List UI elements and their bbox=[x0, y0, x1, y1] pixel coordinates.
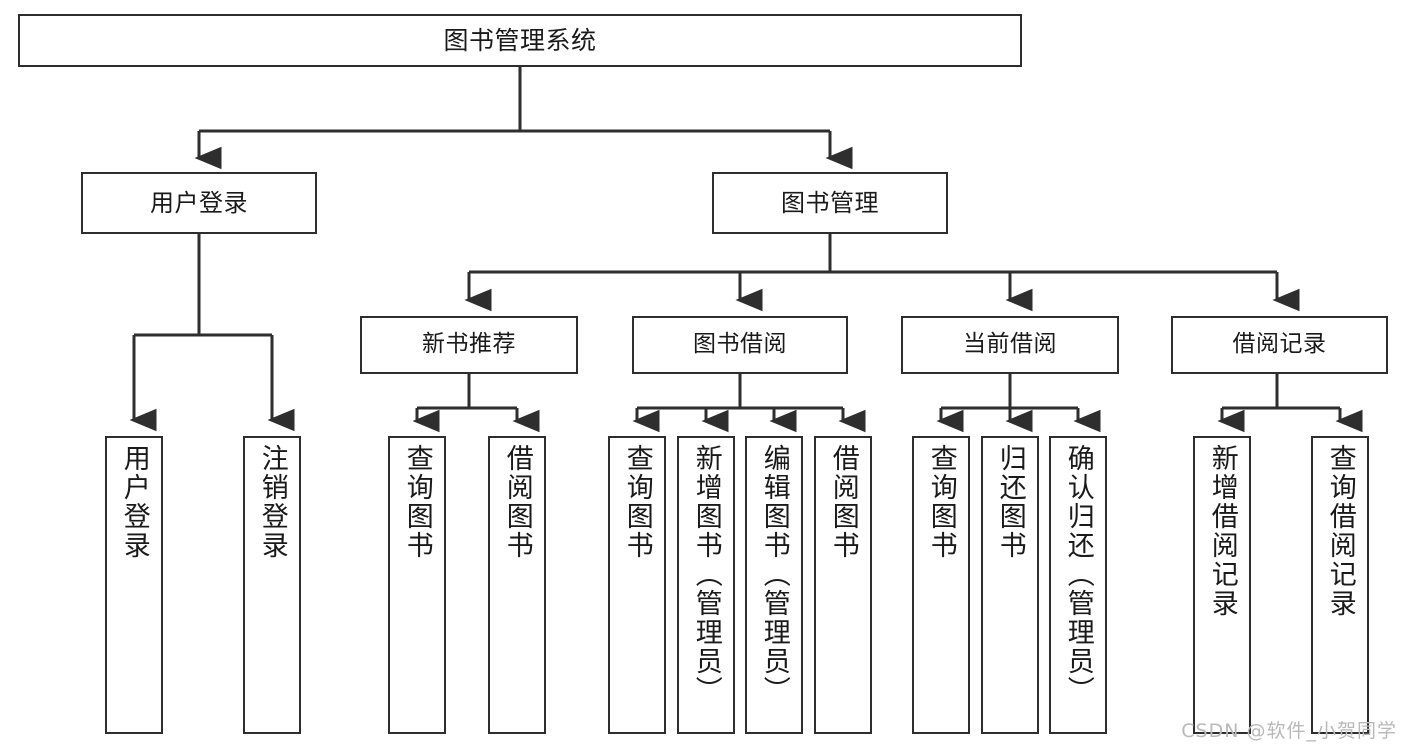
leaf-user-login-login-label: 用户登录 bbox=[118, 444, 150, 560]
leaf-current-borrow-confirm-return[interactable]: 确认归还（管理员） bbox=[1049, 436, 1107, 734]
leaf-book-borrow-borrow-label: 借阅图书 bbox=[827, 444, 859, 560]
leaf-new-book-query[interactable]: 查询图书 bbox=[388, 436, 446, 734]
leaf-current-borrow-query[interactable]: 查询图书 bbox=[912, 436, 970, 734]
node-book-borrow-label: 图书借阅 bbox=[693, 331, 787, 358]
node-current-borrow[interactable]: 当前借阅 bbox=[901, 316, 1119, 374]
leaf-user-login-login[interactable]: 用户登录 bbox=[105, 436, 163, 734]
node-book-borrow[interactable]: 图书借阅 bbox=[632, 316, 848, 374]
node-book-management-label: 图书管理 bbox=[781, 188, 879, 217]
node-current-borrow-label: 当前借阅 bbox=[963, 331, 1057, 358]
leaf-user-login-logout-label: 注销登录 bbox=[256, 444, 288, 560]
leaf-book-borrow-edit[interactable]: 编辑图书（管理员） bbox=[745, 436, 803, 734]
node-new-book-recommend-label: 新书推荐 bbox=[422, 331, 516, 358]
leaf-book-borrow-edit-label: 编辑图书（管理员） bbox=[758, 444, 790, 705]
leaf-borrow-record-query[interactable]: 查询借阅记录 bbox=[1311, 436, 1369, 734]
leaf-new-book-borrow[interactable]: 借阅图书 bbox=[488, 436, 546, 734]
leaf-current-borrow-return[interactable]: 归还图书 bbox=[981, 436, 1039, 734]
leaf-current-borrow-return-label: 归还图书 bbox=[994, 444, 1026, 560]
leaf-book-borrow-borrow[interactable]: 借阅图书 bbox=[814, 436, 872, 734]
leaf-book-borrow-query-label: 查询图书 bbox=[621, 444, 653, 560]
leaf-borrow-record-add-label: 新增借阅记录 bbox=[1206, 444, 1238, 618]
leaf-book-borrow-add-label: 新增图书（管理员） bbox=[690, 444, 722, 705]
leaf-book-borrow-add[interactable]: 新增图书（管理员） bbox=[677, 436, 735, 734]
node-new-book-recommend[interactable]: 新书推荐 bbox=[360, 316, 578, 374]
leaf-book-borrow-query[interactable]: 查询图书 bbox=[608, 436, 666, 734]
node-root-book-management-system[interactable]: 图书管理系统 bbox=[18, 14, 1022, 67]
leaf-user-login-logout[interactable]: 注销登录 bbox=[243, 436, 301, 734]
leaf-current-borrow-query-label: 查询图书 bbox=[925, 444, 957, 560]
csdn-watermark: CSDN @软件_小贺同学 bbox=[1181, 720, 1397, 742]
node-borrow-record-label: 借阅记录 bbox=[1232, 331, 1327, 358]
node-root-label: 图书管理系统 bbox=[443, 25, 597, 55]
leaf-current-borrow-confirm-return-label: 确认归还（管理员） bbox=[1062, 444, 1094, 705]
node-borrow-record[interactable]: 借阅记录 bbox=[1171, 316, 1388, 374]
node-user-login-label: 用户登录 bbox=[150, 188, 248, 217]
node-book-management[interactable]: 图书管理 bbox=[712, 172, 948, 234]
node-user-login[interactable]: 用户登录 bbox=[81, 172, 317, 234]
leaf-new-book-borrow-label: 借阅图书 bbox=[501, 444, 533, 560]
leaf-borrow-record-add[interactable]: 新增借阅记录 bbox=[1193, 436, 1251, 734]
leaf-borrow-record-query-label: 查询借阅记录 bbox=[1324, 444, 1356, 618]
leaf-new-book-query-label: 查询图书 bbox=[401, 444, 433, 560]
